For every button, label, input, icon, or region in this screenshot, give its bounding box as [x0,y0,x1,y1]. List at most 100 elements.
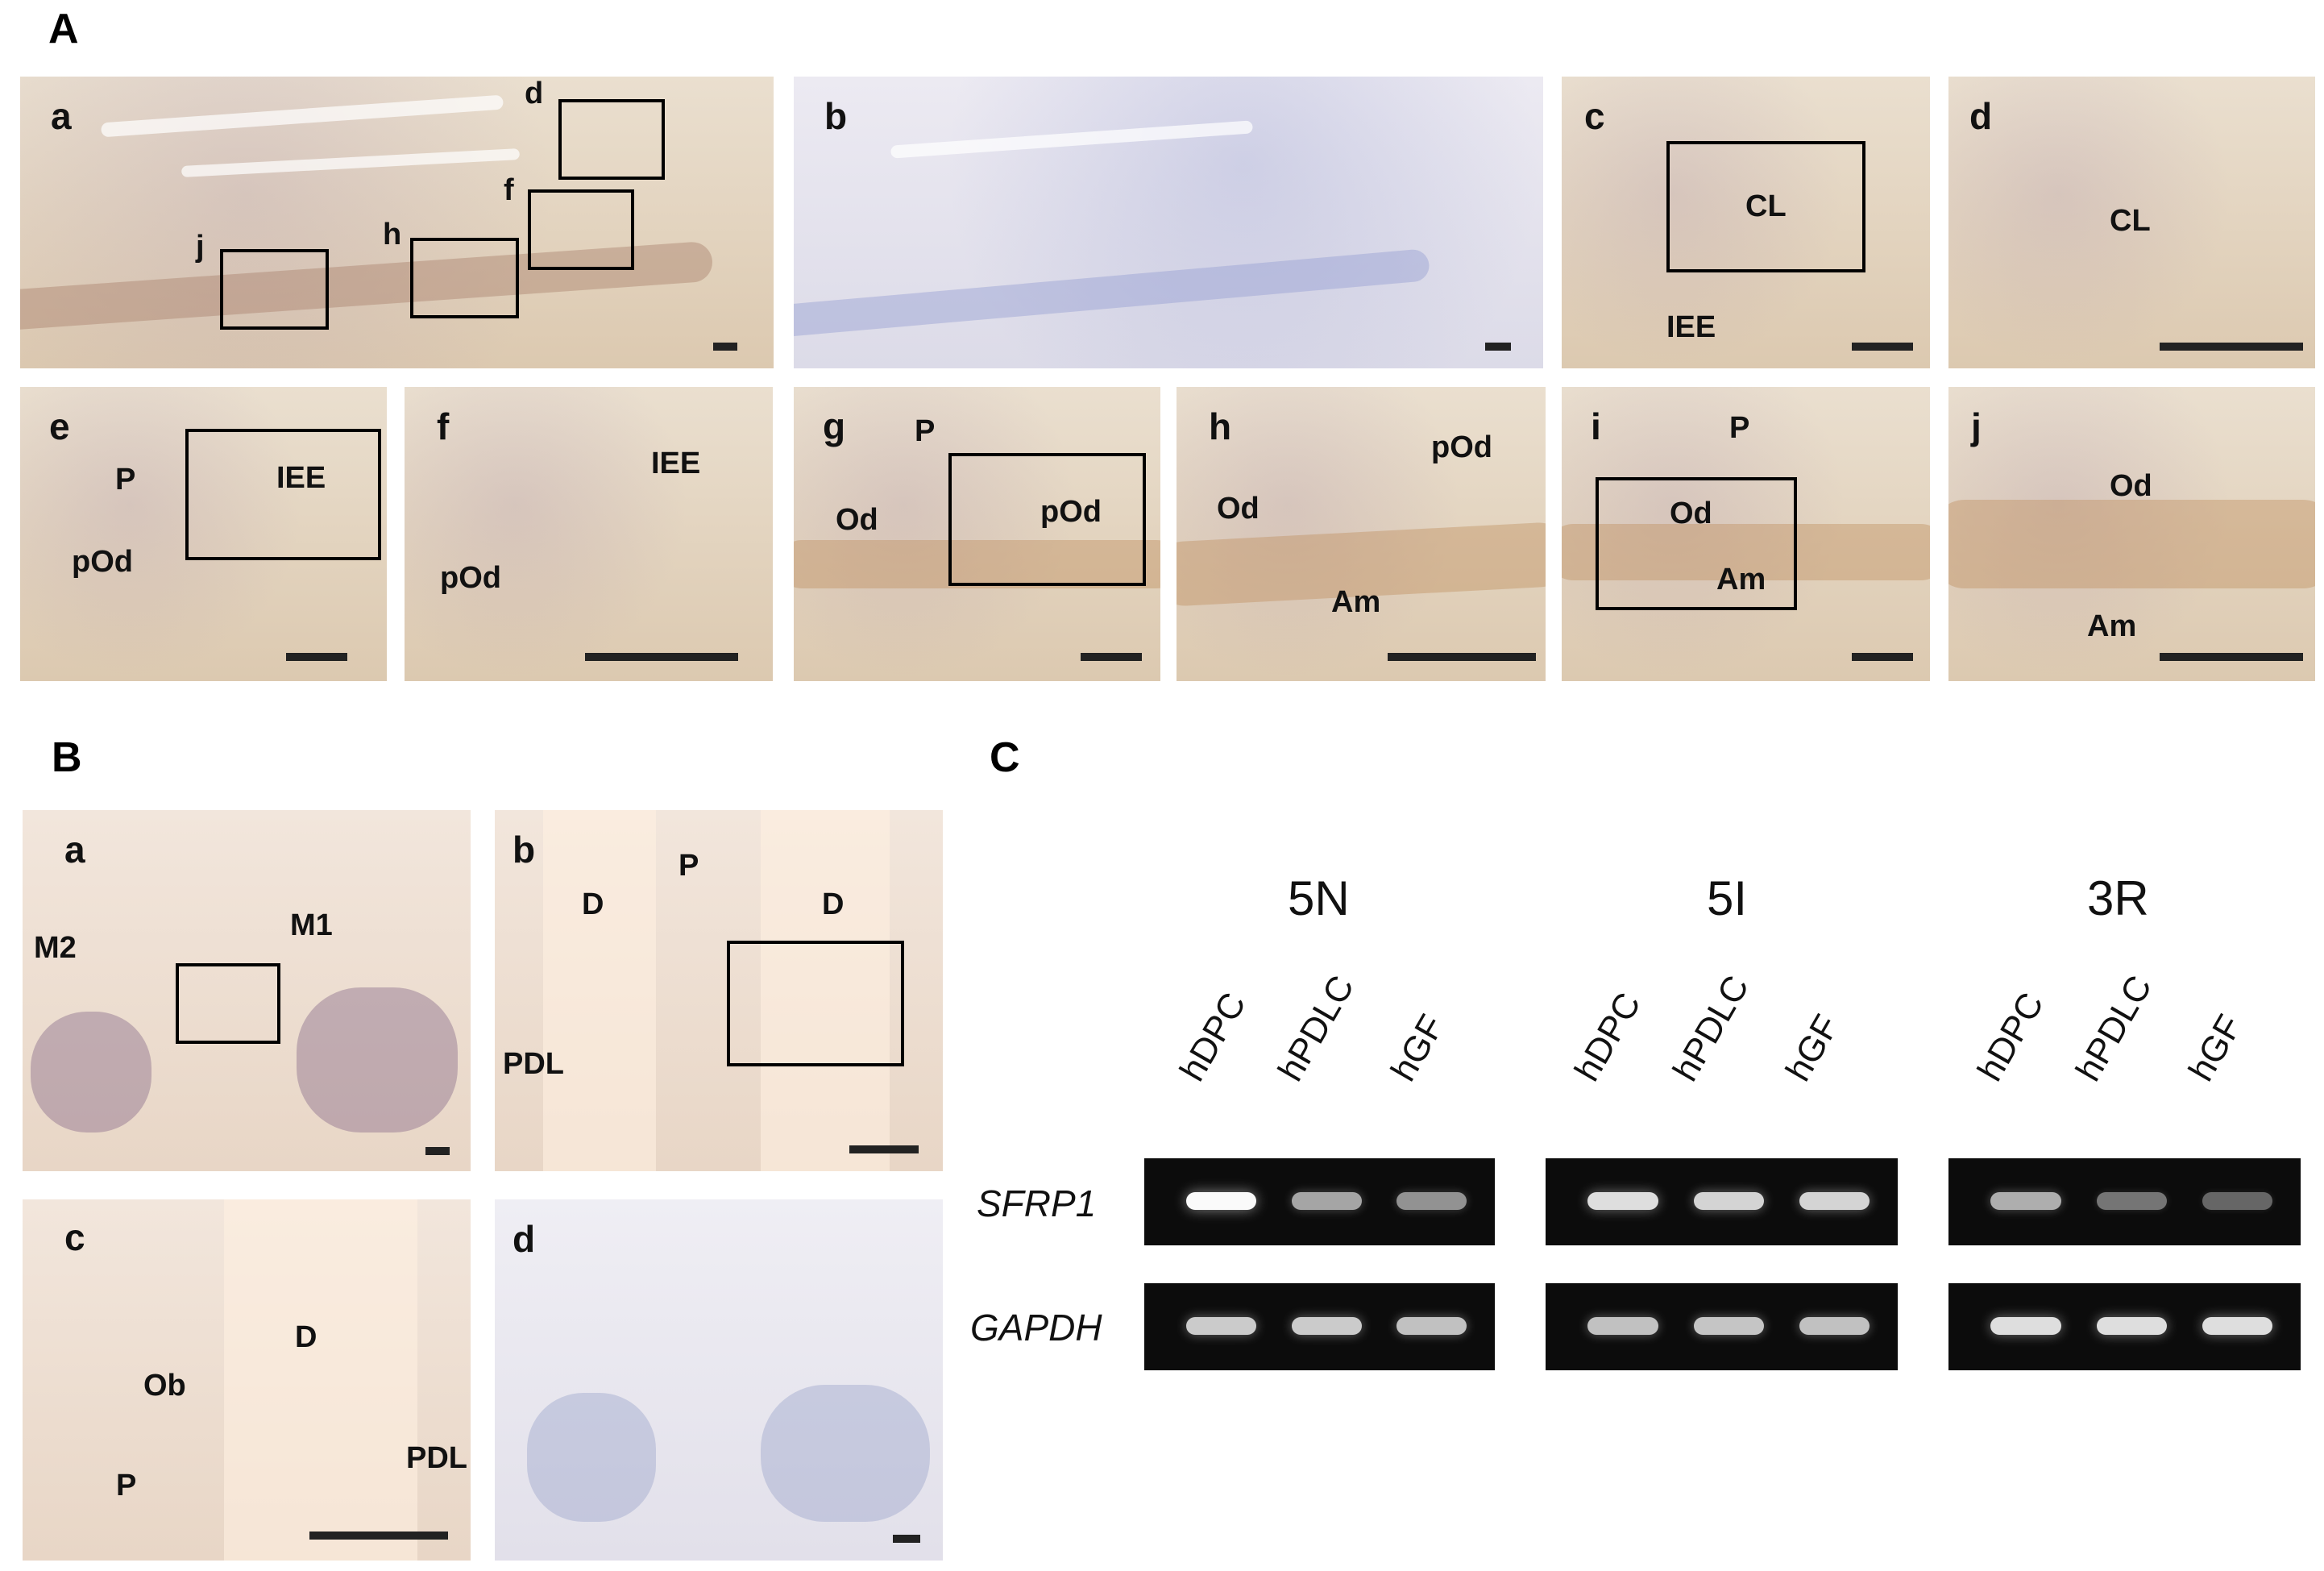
panel-letter: d [1969,95,1993,137]
lane-label-hpdlc: hPDLC [1665,969,1758,1088]
scale-bar [1485,343,1511,351]
panel-a-b: b [794,77,1543,368]
gel-band [2202,1192,2273,1210]
gel-3r-sfrp1 [1948,1158,2301,1245]
tooth-layer [181,148,521,177]
lane-label-hpdlc: hPDLC [1270,969,1363,1088]
gel-band [1396,1192,1467,1210]
scale-bar [1852,653,1913,661]
gel-band [1186,1317,1257,1335]
scale-bar [713,343,737,351]
inset-box-j [1596,477,1797,610]
panel-b-d: d [495,1199,943,1561]
gel-5i-sfrp1 [1546,1158,1898,1245]
tissue-label-pdl: PDL [406,1441,467,1475]
tooth-layer [794,540,1160,588]
tooth-layer [1948,500,2315,588]
scale-bar [2160,343,2303,351]
lane-label-hdpc: hDPC [1969,986,2052,1088]
gel-band [1291,1317,1362,1335]
tissue-label-p: P [116,1469,137,1502]
dentin [543,810,656,1171]
tissue-label-am: Am [2087,609,2137,643]
inset-label-h: h [383,218,402,251]
panel-a-f: f IEE pOd [405,387,773,681]
scale-bar [849,1145,919,1153]
tissue-label-pdl: PDL [503,1047,564,1081]
gel-band [1693,1317,1764,1335]
section-label-c: C [990,734,1020,781]
scale-bar [585,653,738,661]
tissue-label-iee: IEE [651,447,701,480]
gel-band [1799,1192,1870,1210]
tissue-label-p: P [115,463,136,497]
tissue-label-ob: Ob [143,1369,186,1403]
panel-a-a: a d f h j [20,77,774,368]
gel-band [1990,1192,2061,1210]
tooth-layer [100,94,504,138]
tissue-label-pod: pOd [1431,430,1492,464]
panel-letter: a [51,95,72,137]
gel-band [1799,1317,1870,1335]
lane-label-hdpc: hDPC [1172,986,1254,1088]
tissue-label-od: Od [2110,469,2152,503]
tissue-label-m1: M1 [290,908,333,942]
panel-letter: c [1584,95,1605,137]
condition-label-3r: 3R [2087,871,2149,925]
gel-band [1396,1317,1467,1335]
scale-bar [1388,653,1536,661]
tissue-label-d: D [822,887,845,921]
inset-box-b [176,963,280,1044]
inset-box-f [185,429,381,560]
gene-label-sfrp1: SFRP1 [977,1182,1097,1224]
panel-a-h: h pOd Od Am [1177,387,1546,681]
tissue-label-am: Am [1331,585,1381,619]
panel-a-e: e P IEE pOd [20,387,387,681]
gel-band [2202,1317,2273,1335]
gel-band [1693,1192,1764,1210]
gene-label-gapdh: GAPDH [970,1307,1102,1349]
gel-band [2096,1317,2167,1335]
panel-a-g: g P Od pOd [794,387,1160,681]
lane-label-hgf: hGF [1778,1008,1847,1088]
scale-bar [1081,653,1142,661]
panel-letter: c [64,1216,85,1258]
tissue-label-iee: IEE [276,461,326,495]
tissue-label-m2: M2 [34,931,77,965]
gel-band [1587,1192,1658,1210]
tissue-label-d: D [295,1320,317,1354]
panel-letter: a [64,829,85,871]
panel-b-a: a M2 M1 [23,810,471,1171]
bone-marrow [297,987,458,1133]
tissue-label-pod: pOd [1040,495,1102,529]
panel-letter: b [824,95,848,137]
inset-label-f: f [504,173,514,207]
tooth-layer [794,248,1431,340]
tissue-label-p: P [679,849,699,883]
panel-letter: h [1209,405,1232,447]
scale-bar [893,1535,920,1543]
tissue-label-od: Od [1670,497,1712,530]
panel-a-c: c CL IEE [1562,77,1930,368]
inset-box-h [948,453,1146,586]
lane-label-hpdlc: hPDLC [2068,969,2160,1088]
dentin [761,810,890,1171]
gel-band [1291,1192,1362,1210]
gel-3r-gapdh [1948,1283,2301,1370]
panel-letter: b [513,829,536,871]
gel-band [2096,1192,2167,1210]
tissue-label-iee: IEE [1666,310,1716,344]
panel-letter: d [513,1218,536,1260]
tissue-label-d: D [582,887,604,921]
tooth-layer [890,120,1254,159]
inset-box-d [1666,141,1865,272]
lane-label-hgf: hGF [1383,1008,1452,1088]
scale-bar [1852,343,1913,351]
scale-bar [425,1147,450,1155]
gel-5i-gapdh [1546,1283,1898,1370]
gel-band [1990,1317,2061,1335]
tissue-label-am: Am [1716,563,1766,596]
condition-label-5i: 5I [1707,871,1748,925]
tissue-label-cl: CL [1745,189,1787,223]
tooth-layer [1562,524,1930,580]
